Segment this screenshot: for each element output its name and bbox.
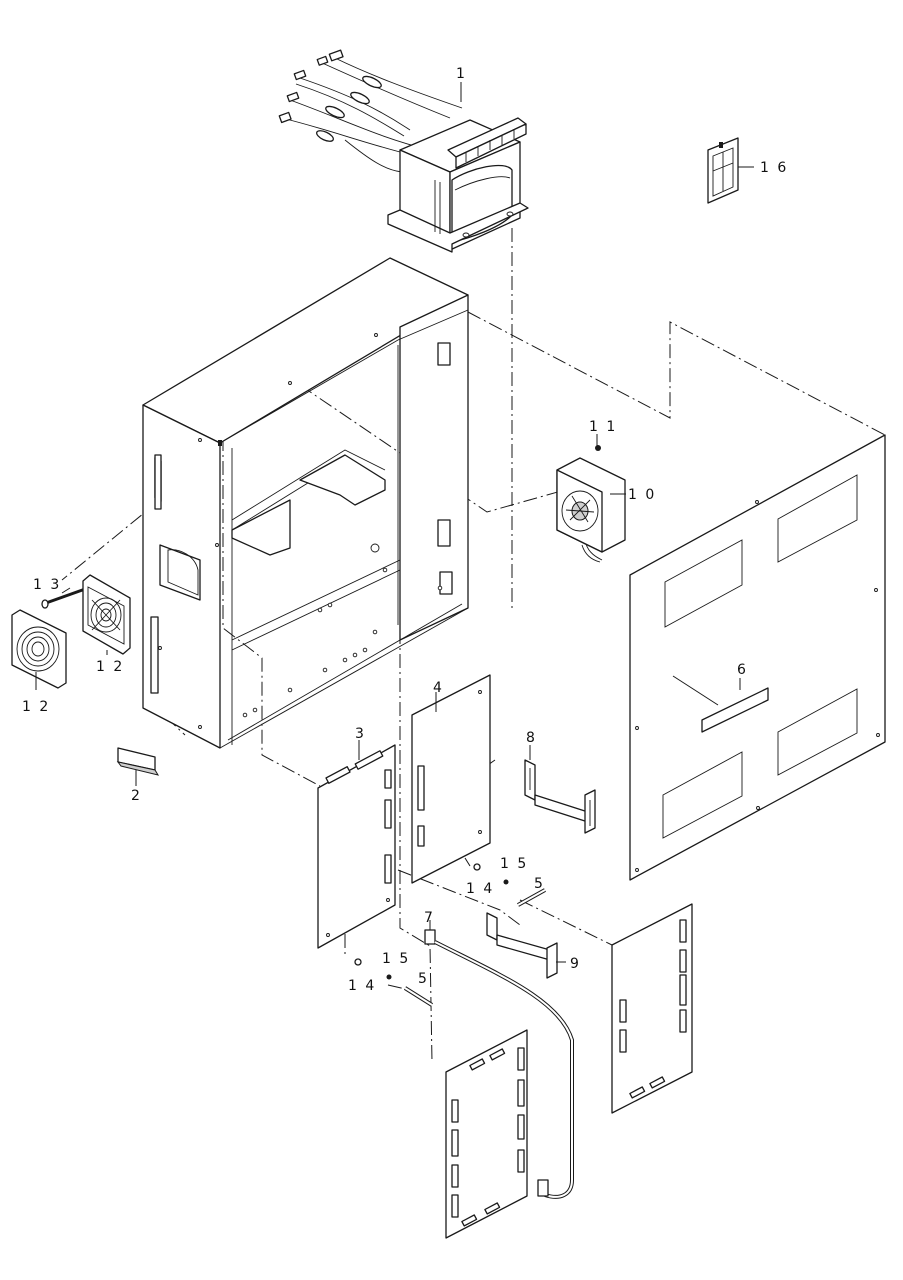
- callout-15-lower: 1 5: [382, 951, 410, 967]
- leader-lines: [35, 82, 754, 963]
- callout-2: 2: [131, 788, 142, 804]
- callout-13: 1 3: [33, 577, 61, 593]
- callout-12-upper: 1 2: [96, 659, 124, 675]
- part-1-transformer: [278, 49, 529, 253]
- callout-7: 7: [424, 910, 435, 926]
- part-2-plate: [116, 747, 160, 776]
- callout-10: 1 0: [628, 487, 656, 503]
- part-9-flat-cable: [486, 912, 558, 979]
- part-3-circuit-board: [317, 744, 396, 949]
- callout-5-upper: 5: [534, 876, 545, 892]
- callout-8: 8: [526, 730, 537, 746]
- part-5-spacer-upper: [517, 888, 546, 907]
- part-5-spacer-lower: [403, 986, 434, 1007]
- side-cover-panel: [629, 434, 886, 881]
- callout-14-upper: 1 4: [466, 881, 494, 897]
- part-7-cable: [424, 929, 574, 1199]
- part-6-label: [701, 687, 769, 733]
- callout-3: 3: [355, 726, 366, 742]
- callout-numbers: 1 1 6 1 1 1 0 1 3 1 2 1 2 4 6 3 8 2 1 5 …: [22, 66, 788, 994]
- part-12-fan-guard-front: [11, 609, 67, 689]
- part-8-flat-cable: [524, 759, 596, 834]
- part-14-15-screws: [354, 863, 509, 980]
- callout-11: 1 1: [589, 419, 617, 435]
- part-12-fan-guard-back: [82, 574, 131, 655]
- part-4-circuit-board: [411, 674, 491, 884]
- part-10-cooling-fan: [556, 445, 626, 563]
- control-box-cabinet: [142, 257, 469, 749]
- callout-12-lower: 1 2: [22, 699, 50, 715]
- callout-14-lower: 1 4: [348, 978, 376, 994]
- callout-1: 1: [456, 66, 467, 82]
- callout-6: 6: [737, 662, 748, 678]
- part-13-screw: [41, 586, 89, 609]
- callout-15-upper: 1 5: [500, 856, 528, 872]
- callout-9: 9: [570, 956, 581, 972]
- lower-board-plate: [445, 1029, 528, 1239]
- callout-4: 4: [433, 680, 444, 696]
- rear-board-plate: [611, 903, 693, 1114]
- part-16-label-plate: [707, 137, 739, 204]
- callout-5-lower: 5: [418, 971, 429, 987]
- callout-16: 1 6: [760, 160, 788, 176]
